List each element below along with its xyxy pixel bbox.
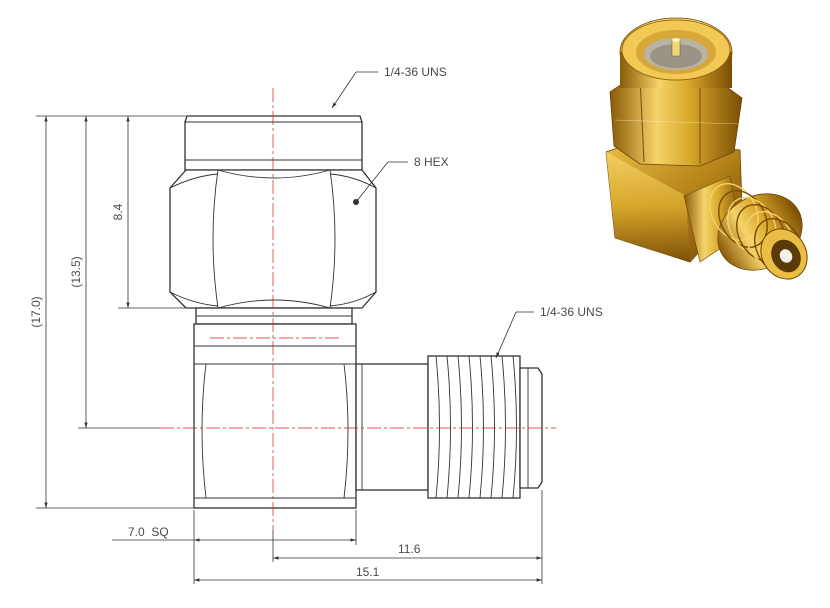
dimension-lines	[36, 115, 543, 584]
thread-crest	[446, 355, 451, 499]
product-photo	[605, 17, 808, 280]
photo-thread-ring	[709, 183, 759, 241]
threaded-jack	[427, 355, 521, 499]
photo-thread-ring	[718, 190, 768, 248]
thread-crest	[435, 355, 440, 499]
thread-crest	[490, 355, 495, 499]
square-body	[193, 323, 357, 509]
centerlines	[160, 88, 556, 530]
hex-leader-dot	[353, 199, 359, 205]
center-pin-icon	[671, 38, 681, 57]
thread-crest	[479, 355, 484, 499]
side-barrel	[355, 363, 429, 491]
side-thread-callout: 1/4-36 UNS	[540, 305, 603, 319]
body-square-dim: 7.0 SQ	[128, 525, 169, 539]
hex-callout: 8 HEX	[414, 155, 449, 169]
thread-crest	[457, 355, 462, 499]
leader-lines	[331, 71, 534, 359]
center-to-end-dim: 11.6	[398, 542, 421, 556]
top-thread-callout: 1/4-36 UNS	[384, 65, 447, 79]
threaded-jack-icon	[709, 183, 808, 280]
thread-crest	[512, 355, 517, 499]
overall-length-dim: 15.1	[356, 565, 380, 579]
connector-outline	[169, 115, 543, 509]
center-height-dim: (13.5)	[69, 256, 83, 287]
overall-height-dim: (17.0)	[29, 296, 43, 327]
thread-crest	[468, 355, 473, 499]
thread-crest	[501, 355, 506, 499]
hex-height-dim: 8.4	[111, 203, 125, 220]
coupling-nut	[184, 115, 363, 171]
